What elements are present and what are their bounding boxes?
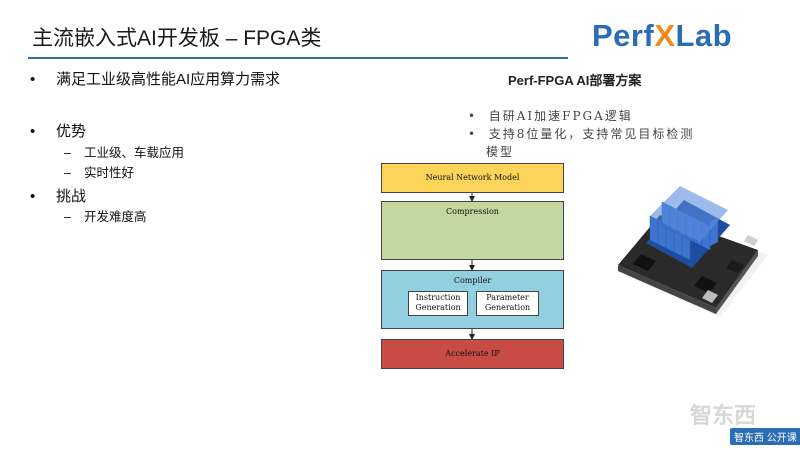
instruction-line-1: Instruction bbox=[415, 293, 461, 302]
deployment-bullet-1-text: 自研AI加速FPGA逻辑 bbox=[488, 109, 633, 123]
deployment-bullet-1: • 自研AI加速FPGA逻辑 bbox=[468, 109, 633, 123]
deployment-bullet-2: • 支持8位量化，支持常见目标检测 bbox=[468, 127, 695, 141]
bullet-challenges-text: 挑战 bbox=[56, 188, 87, 205]
instruction-generation-box: Instruction Generation bbox=[408, 291, 468, 316]
compression-label: Compression bbox=[446, 207, 499, 216]
neural-network-model-box: Neural Network Model bbox=[381, 163, 564, 193]
bullet-requirement: •满足工业级高性能AI应用算力需求 bbox=[30, 71, 281, 88]
sub-advantage-2: –实时性好 bbox=[64, 166, 135, 180]
slide-title: 主流嵌入式AI开发板 – FPGA类 bbox=[32, 27, 322, 50]
sub-advantage-1: –工业级、车载应用 bbox=[64, 146, 185, 160]
logo-part-x: X bbox=[654, 18, 676, 53]
logo-part-perf: Perf bbox=[592, 18, 655, 53]
bullet-advantages-text: 优势 bbox=[56, 123, 87, 140]
deployment-title: Perf-FPGA AI部署方案 bbox=[508, 73, 642, 88]
brand-tag: 智东西 公开课 bbox=[730, 428, 800, 445]
bullet-requirement-text: 满足工业级高性能AI应用算力需求 bbox=[56, 71, 281, 88]
bullet-challenges: •挑战 bbox=[30, 188, 87, 205]
sub-challenge-1: –开发难度高 bbox=[64, 210, 147, 224]
parameter-line-1: Parameter bbox=[486, 293, 529, 302]
sub-advantage-1-text: 工业级、车载应用 bbox=[84, 146, 185, 160]
parameter-generation-box: Parameter Generation bbox=[476, 291, 539, 316]
fpga-board-image bbox=[618, 186, 768, 317]
deployment-bullet-2-text: 支持8位量化，支持常见目标检测 bbox=[488, 127, 695, 141]
perfxlab-logo: PerfXLab bbox=[592, 18, 732, 54]
parameter-line-2: Generation bbox=[484, 303, 531, 312]
logo-part-lab: Lab bbox=[675, 18, 733, 53]
sub-challenge-1-text: 开发难度高 bbox=[84, 210, 147, 224]
bullet-advantages: •优势 bbox=[30, 123, 87, 140]
sub-advantage-2-text: 实时性好 bbox=[84, 166, 135, 180]
watermark: 智东西 bbox=[690, 403, 757, 428]
instruction-line-2: Generation bbox=[415, 303, 461, 312]
compiler-label: Compiler bbox=[453, 276, 492, 285]
compression-box: Compression bbox=[381, 201, 564, 260]
deployment-bullet-2-continued: 模型 bbox=[486, 145, 515, 159]
title-divider bbox=[28, 57, 568, 59]
